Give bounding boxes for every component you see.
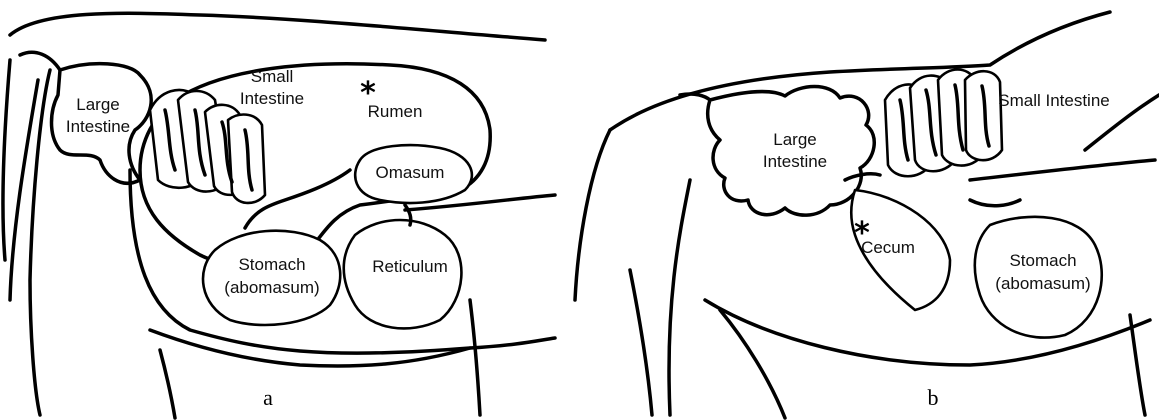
- label-cecum: Cecum: [861, 238, 915, 257]
- label-stomach-1: Stomach: [238, 255, 305, 274]
- panel-letter: a: [263, 385, 273, 410]
- label-reticulum: Reticulum: [372, 257, 448, 276]
- panel-letter: b: [928, 385, 939, 410]
- label-small-intestine-2: Intestine: [240, 89, 304, 108]
- tail: [30, 70, 50, 415]
- label-large-intestine-2: Intestine: [763, 152, 827, 171]
- panel-a-diagram: Large Intestine Small Intestine * Rumen …: [0, 0, 560, 420]
- label-small-intestine-1: Small: [251, 67, 294, 86]
- panel-a-ruminant: Large Intestine Small Intestine * Rumen …: [0, 0, 560, 420]
- label-stomach-1: Stomach: [1009, 251, 1076, 270]
- hind-leg-1: [630, 270, 652, 415]
- front-leg-line: [470, 300, 480, 415]
- belly: [130, 170, 555, 353]
- small-intestine-coils: [885, 70, 1002, 177]
- chest-line: [970, 160, 1155, 180]
- body-outline: [10, 13, 545, 40]
- leg-curve: [720, 310, 785, 418]
- large-intestine-link: [20, 52, 60, 70]
- label-rumen: Rumen: [368, 102, 423, 121]
- hind-leg: [3, 60, 10, 260]
- front-leg-1: [1130, 315, 1145, 415]
- large-intestine-organ: [708, 87, 875, 216]
- ventral-line: [150, 330, 470, 366]
- body-outline: [610, 12, 1110, 130]
- label-stomach-2: (abomasum): [995, 274, 1090, 293]
- rear-outline: [575, 130, 610, 300]
- label-small-intestine: Small Intestine: [998, 91, 1110, 110]
- label-omasum: Omasum: [376, 163, 445, 182]
- label-stomach-2: (abomasum): [224, 278, 319, 297]
- label-large-intestine-2: Intestine: [66, 117, 130, 136]
- hind-leg-2: [669, 180, 690, 415]
- label-large-intestine-1: Large: [773, 130, 816, 149]
- label-large-intestine-1: Large: [76, 95, 119, 114]
- rear-leg-line: [160, 350, 175, 418]
- panel-b-diagram: Large Intestine Small Intestine * Cecum …: [570, 0, 1159, 420]
- stomach-link: [970, 200, 1020, 206]
- panel-b-nonruminant: Large Intestine Small Intestine * Cecum …: [570, 0, 1159, 420]
